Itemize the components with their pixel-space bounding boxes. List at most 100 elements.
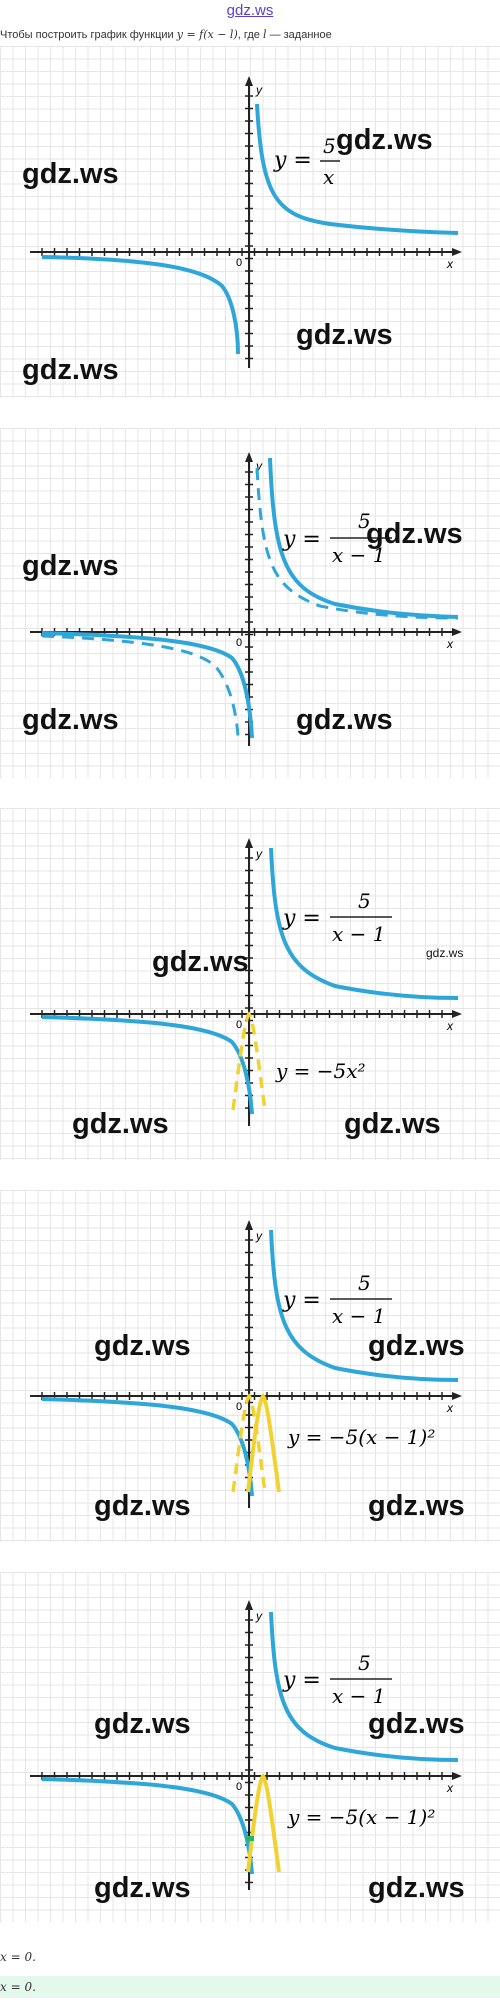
second-function-label: y = −5(x − 1)² <box>287 1425 435 1449</box>
y-ticks <box>245 857 253 1109</box>
y-axis-label: y <box>255 847 263 861</box>
x-axis-arrow <box>452 1772 462 1780</box>
watermark: gdz.ws <box>368 1708 465 1740</box>
watermark: gdz.ws <box>72 1108 169 1140</box>
graph-1-axes: x y 0 <box>30 76 462 368</box>
x-axis-label: x <box>446 637 454 651</box>
hyperbola-left <box>41 1397 254 1497</box>
origin-label: 0 <box>236 637 242 649</box>
hyperbola-right <box>269 1611 459 1762</box>
x-ticks <box>41 628 443 636</box>
watermark: gdz.ws <box>94 1330 191 1362</box>
hyperbola-original-left <box>41 634 240 737</box>
function-label-denominator: x − 1 <box>332 1304 385 1328</box>
watermark: gdz.ws <box>368 1330 465 1362</box>
parabola-original-dashed <box>231 1393 267 1493</box>
graph-1-svg: x y 0 y = 5 x <box>30 76 462 368</box>
graph-4-svg: x y 0 y = 5 x − 1 y = −5(x − 1)² <box>30 1220 462 1508</box>
watermark: gdz.ws <box>94 1490 191 1522</box>
graph-2-axes: x y 0 <box>30 452 462 746</box>
function-label-prefix: y = <box>273 148 312 173</box>
parabola <box>246 1773 281 1873</box>
function-label-prefix: y = <box>282 1288 321 1313</box>
graph-5-svg: x y 0 y = 5 x − 1 y = −5(x − 1)² <box>30 1600 462 1890</box>
y-axis-arrow <box>245 76 253 86</box>
hyperbola-left <box>41 1777 254 1875</box>
watermark: gdz.ws <box>366 518 463 550</box>
hyperbola-shifted-right <box>268 457 459 619</box>
hyperbola-left <box>41 1015 254 1115</box>
graph-4: x y 0 y = 5 x − 1 y = −5(x − 1)² gdz.ws … <box>0 1190 500 1542</box>
watermark: gdz.ws <box>344 1108 441 1140</box>
intro-tail: — заданное <box>269 29 332 41</box>
x-axis-arrow <box>452 628 462 636</box>
origin-label: 0 <box>236 1401 242 1413</box>
intro-formula: y = f(x − l) <box>176 28 238 41</box>
watermark-small: gdz.ws <box>426 946 464 960</box>
intro-text: Чтобы построить график функции y = f(x −… <box>0 28 500 41</box>
second-function-label: y = −5(x − 1)² <box>287 1805 435 1829</box>
x-axis-arrow <box>452 1392 462 1400</box>
y-ticks <box>245 471 253 736</box>
x-axis-label: x <box>446 1019 454 1033</box>
watermark: gdz.ws <box>152 946 249 978</box>
y-axis-arrow <box>245 1220 253 1230</box>
origin-label: 0 <box>236 1781 242 1793</box>
parabola-dashed <box>231 1011 267 1111</box>
function-label-prefix: y = <box>282 527 321 552</box>
watermark: gdz.ws <box>368 1490 465 1522</box>
intro-sentence: Чтобы построить график функции <box>0 29 174 41</box>
footer-line-1: x = 0. <box>0 1950 36 1964</box>
second-function-label: y = −5x² <box>275 1059 366 1083</box>
hyperbola-original-right <box>255 467 459 620</box>
hyperbola-branch-right <box>255 103 459 235</box>
graph-5: x y 0 y = 5 x − 1 y = −5(x − 1)² gdz.ws … <box>0 1572 500 1922</box>
x-axis-label: x <box>446 257 454 271</box>
function-label-numerator: 5 <box>323 134 336 158</box>
y-axis-arrow <box>245 1600 253 1610</box>
graph-3-svg: x y 0 y = 5 x − 1 y = −5x² <box>30 838 462 1126</box>
watermark: gdz.ws <box>336 124 433 156</box>
x-ticks <box>41 248 443 256</box>
graph-2-svg: x y 0 y = 5 x − 1 <box>30 452 462 746</box>
function-label-prefix: y = <box>282 1668 321 1693</box>
graph-2: x y 0 y = 5 x − 1 gdz.ws gdz.ws gdz.ws g… <box>0 428 500 778</box>
watermark: gdz.ws <box>368 1872 465 1904</box>
function-label-denominator: x − 1 <box>332 1684 385 1708</box>
hyperbola-shifted-left <box>41 631 254 739</box>
x-ticks <box>41 1772 443 1780</box>
watermark: gdz.ws <box>22 354 119 386</box>
site-link[interactable]: gdz.ws <box>226 2 274 19</box>
graph-1: x y 0 y = 5 x gdz.ws gdz.ws gdz.ws gdz.w… <box>0 46 500 398</box>
x-axis-arrow <box>452 1010 462 1018</box>
origin-label: 0 <box>236 257 242 269</box>
x-axis-label: x <box>446 1401 454 1415</box>
y-ticks <box>245 1239 253 1491</box>
hyperbola-right <box>269 847 459 1000</box>
function-label-numerator: 5 <box>358 1651 371 1675</box>
watermark: gdz.ws <box>22 550 119 582</box>
intro-middle: , где <box>237 29 260 41</box>
watermark: gdz.ws <box>22 158 119 190</box>
y-axis-arrow <box>245 838 253 848</box>
watermark: gdz.ws <box>296 319 393 351</box>
intersection-marker <box>246 1836 254 1841</box>
origin-label: 0 <box>236 1019 242 1031</box>
y-ticks <box>245 95 253 360</box>
y-axis-label: y <box>255 459 263 473</box>
parabola-shifted <box>246 1393 281 1493</box>
function-label-numerator: 5 <box>358 889 371 913</box>
x-axis-label: x <box>446 1781 454 1795</box>
intro-variable: l <box>262 28 267 41</box>
watermark: gdz.ws <box>22 704 119 736</box>
footer-line-2: x = 0. <box>0 1976 500 1998</box>
function-label-numerator: 5 <box>358 1271 371 1295</box>
y-axis-label: y <box>255 83 263 97</box>
hyperbola-branch-left <box>41 255 240 355</box>
y-axis-arrow <box>245 452 253 462</box>
function-label-prefix: y = <box>282 906 321 931</box>
hyperbola-right <box>269 1229 459 1382</box>
y-axis-label: y <box>255 1609 263 1623</box>
function-label-denominator: x − 1 <box>332 543 385 567</box>
graph-3: x y 0 y = 5 x − 1 y = −5x² gdz.ws gdz.ws… <box>0 808 500 1160</box>
